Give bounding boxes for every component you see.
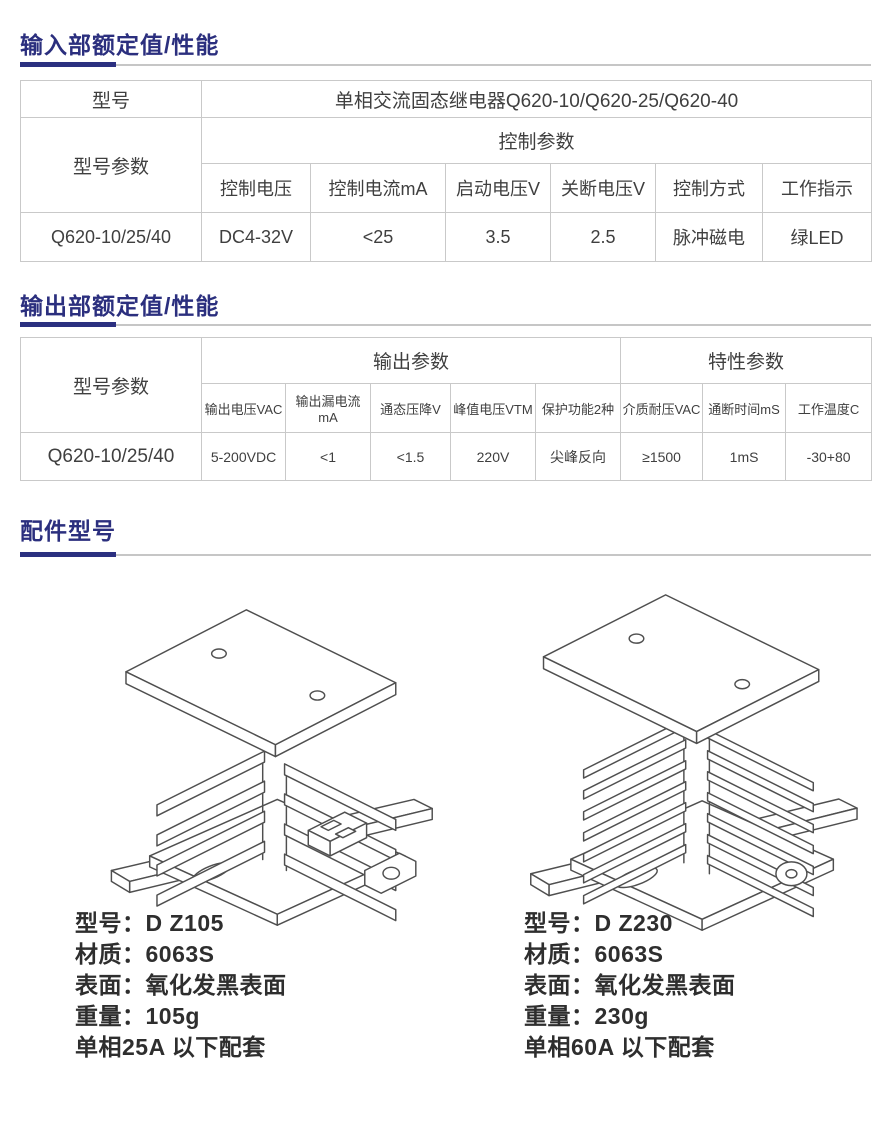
col-header: 峰值电压VTM [450,383,536,433]
section-title-input: 输入部额定值/性能 [20,32,220,58]
underline-blue-segment [20,552,116,557]
title-underline [20,322,871,328]
value-cell: DC4-32V [201,212,311,262]
spec-line: 材质：6063S [524,941,664,967]
mount-bracket [364,852,417,895]
heatsink-dz105-specs: 型号：D Z105 材质：6063S 表面：氧化发黑表面 重量：105g 单相2… [75,908,287,1063]
section-title-output: 输出部额定值/性能 [20,293,220,319]
col-header: 关断电压V [550,163,656,213]
col-header: 控制电流mA [310,163,446,213]
value-cell: <1.5 [370,432,451,481]
col-header: 启动电压V [445,163,551,213]
section-title-accessories: 配件型号 [20,518,116,544]
spec-line: 单相25A 以下配套 [75,1034,266,1060]
spec-line: 表面：氧化发黑表面 [75,972,287,998]
value-cell: <1 [285,432,371,481]
title-underline [20,552,871,558]
row-model-cell: Q620-10/25/40 [20,432,202,481]
col-header: 通态压降V [370,383,451,433]
col-header: 通断时间mS [702,383,787,433]
value-cell: 3.5 [445,212,551,262]
heatsink-dz230-specs: 型号：D Z230 材质：6063S 表面：氧化发黑表面 重量：230g 单相6… [524,908,736,1063]
underline-gray-line [20,324,871,326]
col-header: 控制方式 [655,163,763,213]
col-header: 保护功能2种 [534,383,622,433]
spec-line: 重量：105g [75,1003,200,1029]
rail-clip [775,861,808,887]
model-header-cell: 型号 [20,80,202,118]
output-ratings-table: 型号参数 输出参数 特性参数 输出电压VAC 输出漏电流mA 通态压降V 峰值电… [20,337,873,481]
value-cell: 尖峰反向 [534,432,622,481]
col-header: 工作指示 [761,163,873,213]
heatsink-isometric-small-icon [95,595,455,930]
value-cell: 脉冲磁电 [655,212,763,262]
row-model-cell: Q620-10/25/40 [20,212,202,262]
top-plate [542,594,820,745]
right-fins [706,729,815,918]
value-cell: 220V [450,432,536,481]
char-params-group-cell: 特性参数 [620,337,873,384]
value-cell: 1mS [702,432,787,481]
value-cell: 5-200VDC [201,432,286,481]
heatsink-isometric-large-icon [518,582,878,934]
col-header: 输出漏电流mA [285,383,371,433]
underline-gray-line [20,64,871,66]
model-value-cell: 单相交流固态继电器Q620-10/Q620-25/Q620-40 [200,80,873,118]
left-fins [156,750,266,907]
spec-line: 型号：D Z105 [75,910,224,936]
param-header-cell: 型号参数 [20,337,202,433]
output-params-group-cell: 输出参数 [200,337,622,384]
col-header: 输出电压VAC [201,383,286,433]
value-cell: 绿LED [761,212,873,262]
left-fins [582,718,687,905]
col-header: 介质耐压VAC [620,383,704,433]
underline-gray-line [20,554,871,556]
param-header-cell: 型号参数 [20,117,202,213]
underline-blue-segment [20,322,116,327]
control-params-group-cell: 控制参数 [200,117,873,164]
spec-line: 表面：氧化发黑表面 [524,972,736,998]
col-header: 工作温度C [785,383,873,433]
col-header: 控制电压 [201,163,311,213]
spec-line: 单相60A 以下配套 [524,1034,715,1060]
spec-line: 型号：D Z230 [524,910,673,936]
spec-line: 材质：6063S [75,941,215,967]
top-plate [125,609,397,758]
terminal-block [307,811,368,857]
value-cell: -30+80 [785,432,873,481]
value-cell: <25 [310,212,446,262]
value-cell: ≥1500 [620,432,704,481]
value-cell: 2.5 [550,212,656,262]
underline-blue-segment [20,62,116,67]
input-ratings-table: 型号 单相交流固态继电器Q620-10/Q620-25/Q620-40 型号参数… [20,80,873,262]
title-underline [20,62,871,68]
spec-line: 重量：230g [524,1003,649,1029]
